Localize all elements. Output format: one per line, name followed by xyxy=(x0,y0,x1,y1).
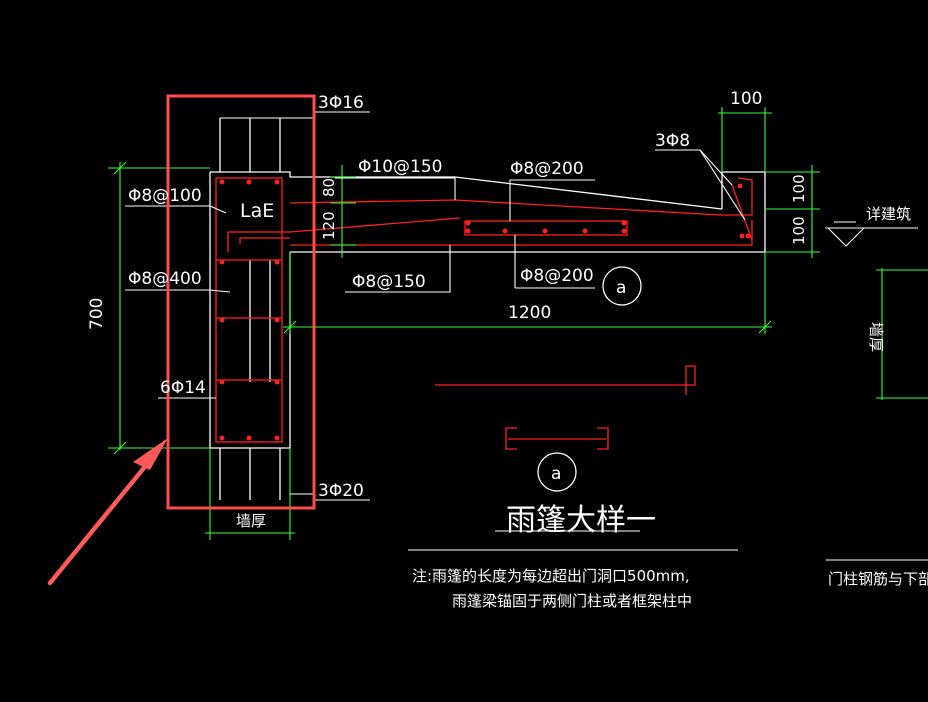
pointer-arrow xyxy=(47,438,168,586)
label-architecture-ref: 详建筑 xyxy=(866,205,911,223)
label-edge-bars: 3Φ8 xyxy=(655,131,690,151)
dim-beam-mid: 120 xyxy=(320,211,338,240)
bar-shape-details xyxy=(435,365,696,450)
rebar xyxy=(215,177,753,443)
label-hoop-mid: Φ8@400 xyxy=(128,269,202,289)
dimension-lines xyxy=(108,107,928,540)
dim-beam-top: 80 xyxy=(320,178,338,197)
dim-edge-width: 100 xyxy=(730,89,762,109)
note-line-2: 雨篷梁锚固于两侧门柱或者框架柱中 xyxy=(452,592,692,610)
dim-canopy-length: 1200 xyxy=(508,303,551,323)
label-canopy-dist-bottom: Φ8@200 xyxy=(520,266,594,286)
label-right-vertical: 墙厚 xyxy=(867,322,885,352)
label-section-mark: a xyxy=(616,278,626,298)
label-section-mark-2: a xyxy=(551,464,561,484)
label-side-bars: 6Φ14 xyxy=(160,378,206,398)
label-canopy-top-bar: Φ10@150 xyxy=(358,157,442,177)
label-hoop-top: Φ8@100 xyxy=(128,186,202,206)
section-mark-circle-2 xyxy=(537,452,577,492)
label-canopy-dist-top: Φ8@200 xyxy=(510,159,584,179)
highlight-box xyxy=(166,94,316,510)
note-line-1: 注:雨篷的长度为每边超出门洞口500mm, xyxy=(412,567,690,585)
label-canopy-bottom-bar: Φ8@150 xyxy=(352,272,426,292)
label-wall-thickness: 墙厚 xyxy=(236,512,266,530)
rebar-dots xyxy=(219,179,751,441)
label-top-bars: 3Φ16 xyxy=(318,93,364,113)
dim-height: 700 xyxy=(87,298,107,330)
label-bottom-bars: 3Φ20 xyxy=(318,481,364,501)
label-right-partial: 门柱钢筋与下部基 xyxy=(828,570,928,588)
drawing-title: 雨篷大样一 xyxy=(506,503,656,538)
label-anchorage: LaE xyxy=(240,200,274,222)
dim-edge-bottom: 100 xyxy=(790,216,808,245)
section-mark-circle xyxy=(602,266,642,306)
structure-outline xyxy=(209,118,766,500)
dim-edge-top: 100 xyxy=(790,174,808,203)
